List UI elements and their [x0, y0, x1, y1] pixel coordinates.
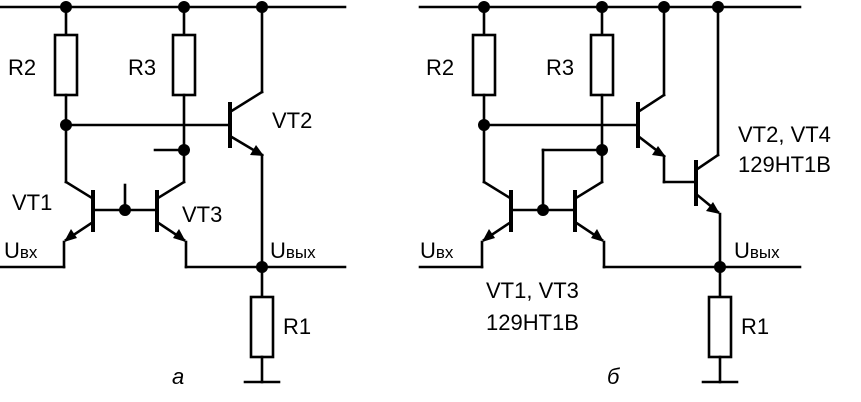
label-part-bottom-b: 129НТ1В: [486, 310, 579, 335]
label-vt3-a: VT3: [182, 202, 222, 227]
circuit-a: R2 R3 VT2 VT1 VT3 Uвх Uвых R1 а: [0, 1, 347, 389]
resistor-r1-b: [707, 295, 733, 359]
label-r1-a: R1: [283, 314, 311, 339]
label-r1-b: R1: [741, 314, 769, 339]
resistor-r1-a: [249, 295, 275, 359]
label-r2-a: R2: [8, 55, 36, 80]
label-uout-b: Uвых: [734, 238, 780, 263]
resistor-r3-a: [171, 33, 197, 97]
circuit-b: R2 R3 VT2, VT4 129НТ1В Uвх Uвых VT1, VT3…: [418, 1, 831, 389]
label-vt2-a: VT2: [272, 108, 312, 133]
caption-a: а: [172, 364, 184, 389]
caption-b: б: [607, 364, 621, 389]
label-vt1-a: VT1: [12, 190, 52, 215]
label-part-top-b: 129НТ1В: [738, 152, 831, 177]
label-r3-b: R3: [546, 55, 574, 80]
label-vt2-vt4-b: VT2, VT4: [738, 122, 831, 147]
resistor-r2-b: [471, 33, 497, 97]
label-r3-a: R3: [128, 55, 156, 80]
label-vt1-vt3-b: VT1, VT3: [486, 278, 579, 303]
label-uout-a: Uвых: [270, 238, 316, 263]
label-uin-a: Uвх: [4, 238, 38, 263]
resistor-r3-b: [589, 33, 615, 97]
label-uin-b: Uвх: [420, 238, 454, 263]
label-r2-b: R2: [426, 55, 454, 80]
resistor-r2-a: [53, 33, 79, 97]
